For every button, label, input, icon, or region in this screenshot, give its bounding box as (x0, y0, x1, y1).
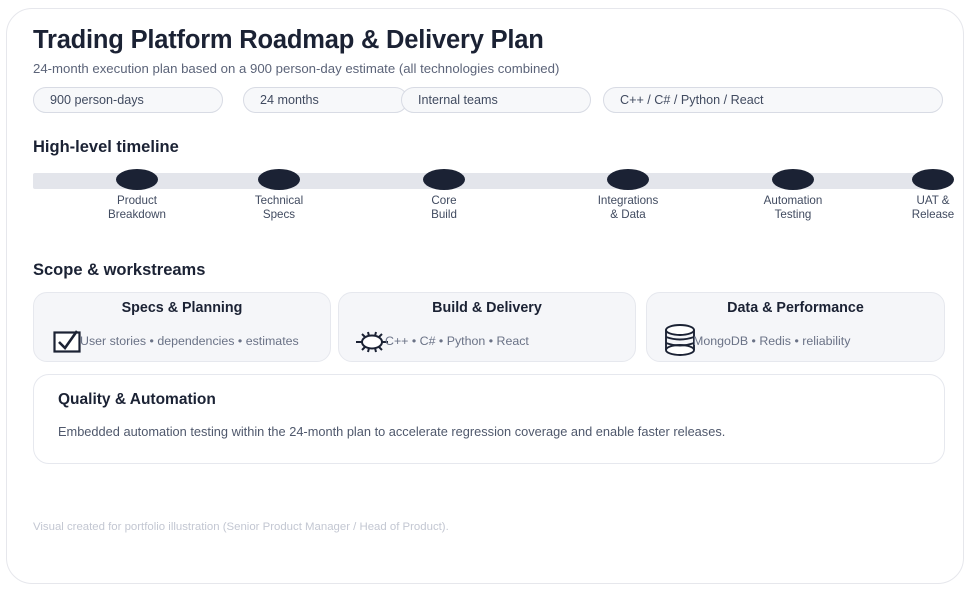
panel-title: Quality & Automation (58, 390, 216, 408)
timeline-stop-label: Core Build (374, 194, 514, 222)
pill-technologies[interactable]: C++ / C# / Python / React (603, 87, 943, 114)
timeline-stop-label: Integrations & Data (558, 194, 698, 222)
database-icon (663, 323, 697, 358)
timeline-stop-label-line1: Product (117, 193, 157, 207)
timeline-stop-label-line1: Automation (763, 193, 823, 207)
quality-automation-panel: Quality & Automation Embedded automation… (33, 373, 945, 464)
timeline-stop-label: UAT & Release (863, 194, 970, 222)
timeline-heading: High-level timeline (33, 138, 179, 157)
timeline-stop-label-line2: Build (431, 208, 457, 222)
timeline-stop-label-line2: Breakdown (107, 208, 166, 222)
timeline-dot-icon (258, 168, 300, 190)
timeline-section: High-level timeline Product Breakdown Te… (33, 138, 954, 231)
timeline-stop-label-line2: Release (911, 208, 955, 222)
scope-cards-row: Specs & Planning User stories • dependen… (33, 291, 945, 362)
timeline-stop-label: Automation Testing (723, 194, 863, 222)
scope-card-build-delivery[interactable]: Build & Delivery (338, 291, 636, 362)
timeline-dot-icon (116, 168, 158, 190)
timeline-stop-label: Technical Specs (209, 194, 349, 222)
scope-card-specs-planning[interactable]: Specs & Planning User stories • dependen… (33, 291, 331, 362)
scope-heading: Scope & workstreams (33, 260, 206, 279)
footer-note: Visual created for portfolio illustratio… (33, 521, 449, 533)
timeline-stop-label: Product Breakdown (67, 194, 207, 222)
timeline-dot-icon (772, 168, 814, 190)
summary-pill-row: 900 person-days 24 months Internal teams… (33, 87, 945, 114)
scope-card-body: MongoDB • Redis • reliability (647, 323, 944, 358)
pill-duration[interactable]: 24 months (243, 87, 408, 114)
pill-person-days[interactable]: 900 person-days (33, 87, 223, 114)
scope-card-text: User stories • dependencies • estimates (80, 333, 299, 348)
scope-card-text: MongoDB • Redis • reliability (693, 333, 851, 348)
timeline-dot-icon (423, 168, 465, 190)
scope-card-title: Build & Delivery (432, 299, 542, 316)
timeline: Product Breakdown Technical Specs Core (33, 168, 954, 231)
scope-card-title: Data & Performance (727, 299, 864, 316)
gear-icon (355, 326, 389, 358)
timeline-dot-icon (607, 168, 649, 190)
scope-card-text: C++ • C# • Python • React (385, 333, 529, 348)
timeline-stop-label-line1: UAT & (916, 193, 950, 207)
timeline-dot-icon (912, 168, 954, 190)
timeline-stop-label-line2: & Data (610, 208, 646, 222)
scope-card-body: C++ • C# • Python • React (339, 326, 635, 358)
timeline-stop-label-line1: Core (431, 193, 457, 207)
scope-card-title: Specs & Planning (121, 299, 243, 316)
page-subtitle: 24-month execution plan based on a 900 p… (33, 61, 560, 77)
timeline-stop-label-line2: Specs (262, 208, 296, 222)
panel-text: Embedded automation testing within the 2… (58, 424, 726, 440)
page-content: Trading Platform Roadmap & Delivery Plan… (33, 26, 954, 464)
scope-section: Scope & workstreams Specs & Planning Use… (33, 261, 945, 362)
page-title: Trading Platform Roadmap & Delivery Plan (33, 26, 544, 54)
timeline-stop-label-line1: Technical (254, 193, 304, 207)
checkbox-checked-icon (50, 326, 84, 358)
pill-teams[interactable]: Internal teams (401, 87, 591, 114)
timeline-stop-label-line1: Integrations (597, 193, 659, 207)
scope-card-body: User stories • dependencies • estimates (34, 326, 330, 358)
timeline-stop-label-line2: Testing (774, 208, 812, 222)
scope-card-data-performance[interactable]: Data & Performance (646, 291, 945, 362)
